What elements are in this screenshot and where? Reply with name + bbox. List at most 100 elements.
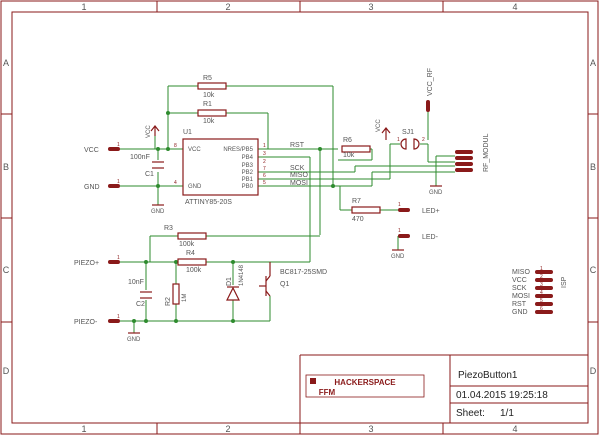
net-label-vcc-rf: VCC_RF bbox=[427, 68, 434, 96]
net-label-miso: MISO bbox=[290, 172, 308, 179]
svg-text:1N4148: 1N4148 bbox=[239, 264, 245, 286]
rf-modul-header: RF_MODUL bbox=[455, 133, 490, 172]
frame-row-b-left: B bbox=[3, 162, 9, 172]
svg-text:10k: 10k bbox=[203, 118, 215, 125]
svg-text:GND: GND bbox=[151, 209, 165, 215]
svg-text:6: 6 bbox=[540, 306, 543, 312]
vcc-symbol-u1: VCC bbox=[146, 125, 160, 138]
net-label-led-plus: LED+ bbox=[422, 208, 440, 215]
svg-text:1: 1 bbox=[398, 202, 401, 208]
sheet-number-value: 1/1 bbox=[500, 408, 514, 419]
svg-text:100k: 100k bbox=[179, 241, 195, 248]
svg-text:1: 1 bbox=[540, 266, 543, 272]
isp-pin-rst: RST bbox=[512, 301, 527, 308]
svg-text:100k: 100k bbox=[186, 267, 202, 274]
isp-pin-mosi: MOSI bbox=[512, 293, 530, 300]
logo-text-line2: FFM bbox=[319, 388, 336, 397]
logo-invader-icon bbox=[310, 378, 316, 384]
svg-text:PB2: PB2 bbox=[242, 170, 254, 176]
isp-pin-sck: SCK bbox=[512, 285, 527, 292]
gnd-symbol-rf: GND bbox=[429, 185, 443, 196]
svg-text:7: 7 bbox=[263, 166, 266, 172]
svg-text:2: 2 bbox=[540, 274, 543, 280]
net-label-mosi: MOSI bbox=[290, 180, 308, 187]
frame-col-3-top: 3 bbox=[368, 2, 373, 12]
r2-resistor: R2 1M bbox=[165, 283, 188, 306]
u1-ref: U1 bbox=[183, 129, 192, 136]
svg-text:2: 2 bbox=[263, 159, 266, 165]
connector-vcc-rf: VCC_RF bbox=[426, 68, 434, 112]
gnd-symbol-c1: GND bbox=[151, 204, 165, 215]
svg-text:VCC: VCC bbox=[146, 125, 152, 138]
svg-text:1: 1 bbox=[117, 179, 120, 185]
svg-text:R2: R2 bbox=[165, 297, 172, 306]
title-block: HACKERSPACE FFM PiezoButton1 01.04.2015 … bbox=[299, 354, 588, 423]
r5-resistor: R5 10k bbox=[197, 75, 227, 99]
svg-text:1: 1 bbox=[117, 255, 120, 261]
svg-text:3: 3 bbox=[263, 151, 266, 157]
svg-text:5: 5 bbox=[540, 298, 543, 304]
svg-text:1: 1 bbox=[398, 228, 401, 234]
connector-gnd: GND 1 bbox=[84, 179, 120, 191]
isp-pin-vcc: VCC bbox=[512, 277, 527, 284]
connector-led-plus: LED+ 1 bbox=[398, 202, 440, 215]
sheet-date: 01.04.2015 19:25:18 bbox=[456, 390, 548, 401]
svg-text:4: 4 bbox=[174, 180, 177, 186]
svg-text:PB1: PB1 bbox=[242, 177, 254, 183]
svg-text:R4: R4 bbox=[186, 250, 195, 257]
svg-text:5: 5 bbox=[263, 180, 266, 186]
net-label-piezo-minus: PIEZO- bbox=[74, 319, 98, 326]
svg-text:1: 1 bbox=[397, 137, 400, 143]
rf-modul-label: RF_MODUL bbox=[483, 133, 490, 172]
r1-resistor: R1 10k bbox=[197, 101, 227, 125]
svg-text:PB3: PB3 bbox=[242, 163, 254, 169]
svg-text:Q1: Q1 bbox=[280, 281, 289, 288]
svg-text:NRES/PB5: NRES/PB5 bbox=[223, 147, 253, 153]
svg-text:10nF: 10nF bbox=[128, 279, 144, 286]
svg-text:3: 3 bbox=[540, 282, 543, 288]
sheet-title: PiezoButton1 bbox=[458, 370, 518, 381]
connector-piezo-plus: PIEZO+ 1 bbox=[74, 255, 120, 267]
frame-row-c-right: C bbox=[590, 265, 597, 275]
isp-header: MISO VCC SCK MOSI RST GND 1 2 3 4 5 6 IS… bbox=[512, 266, 568, 316]
frame-col-3-bottom: 3 bbox=[368, 424, 373, 434]
frame-col-4-bottom: 4 bbox=[512, 424, 517, 434]
gnd-symbol-led: GND bbox=[391, 249, 405, 260]
svg-text:C2: C2 bbox=[136, 301, 145, 308]
svg-text:470: 470 bbox=[352, 216, 364, 223]
svg-text:R3: R3 bbox=[164, 225, 173, 232]
svg-text:R1: R1 bbox=[203, 101, 212, 108]
svg-text:PB4: PB4 bbox=[242, 155, 254, 161]
svg-text:6: 6 bbox=[263, 173, 266, 179]
hackerspace-logo: HACKERSPACE FFM bbox=[305, 374, 425, 398]
frame-col-2-bottom: 2 bbox=[225, 424, 230, 434]
d1-diode: D1 1N4148 bbox=[226, 264, 245, 301]
sj1-solder-jumper: SJ1 1 2 bbox=[397, 129, 425, 150]
svg-text:GND: GND bbox=[429, 190, 443, 196]
svg-text:10k: 10k bbox=[203, 92, 215, 99]
r6-resistor: R6 10k bbox=[341, 137, 371, 159]
svg-text:GND: GND bbox=[188, 184, 202, 190]
q1-transistor: BC817-25SMD Q1 bbox=[259, 262, 327, 297]
frame-row-a-left: A bbox=[3, 58, 9, 68]
svg-text:GND: GND bbox=[127, 337, 141, 343]
net-label-vcc: VCC bbox=[84, 147, 99, 154]
svg-text:100nF: 100nF bbox=[130, 154, 150, 161]
svg-text:1: 1 bbox=[117, 142, 120, 148]
sheet-number-label: Sheet: bbox=[456, 408, 485, 419]
isp-pin-gnd: GND bbox=[512, 309, 528, 316]
svg-text:1: 1 bbox=[263, 143, 266, 149]
u1-value: ATTINY85-20S bbox=[185, 199, 232, 206]
r3-resistor: R3 100k bbox=[164, 225, 207, 248]
isp-label: ISP bbox=[561, 276, 568, 288]
svg-text:R6: R6 bbox=[343, 137, 352, 144]
frame-row-d-left: D bbox=[3, 366, 10, 376]
svg-text:C1: C1 bbox=[145, 171, 154, 178]
net-label-led-minus: LED- bbox=[422, 234, 439, 241]
svg-text:1: 1 bbox=[117, 314, 120, 320]
net-label-piezo-plus: PIEZO+ bbox=[74, 260, 99, 267]
frame-row-b-right: B bbox=[590, 162, 596, 172]
svg-text:GND: GND bbox=[391, 254, 405, 260]
frame-col-1-top: 1 bbox=[81, 2, 86, 12]
frame-col-1-bottom: 1 bbox=[81, 424, 86, 434]
